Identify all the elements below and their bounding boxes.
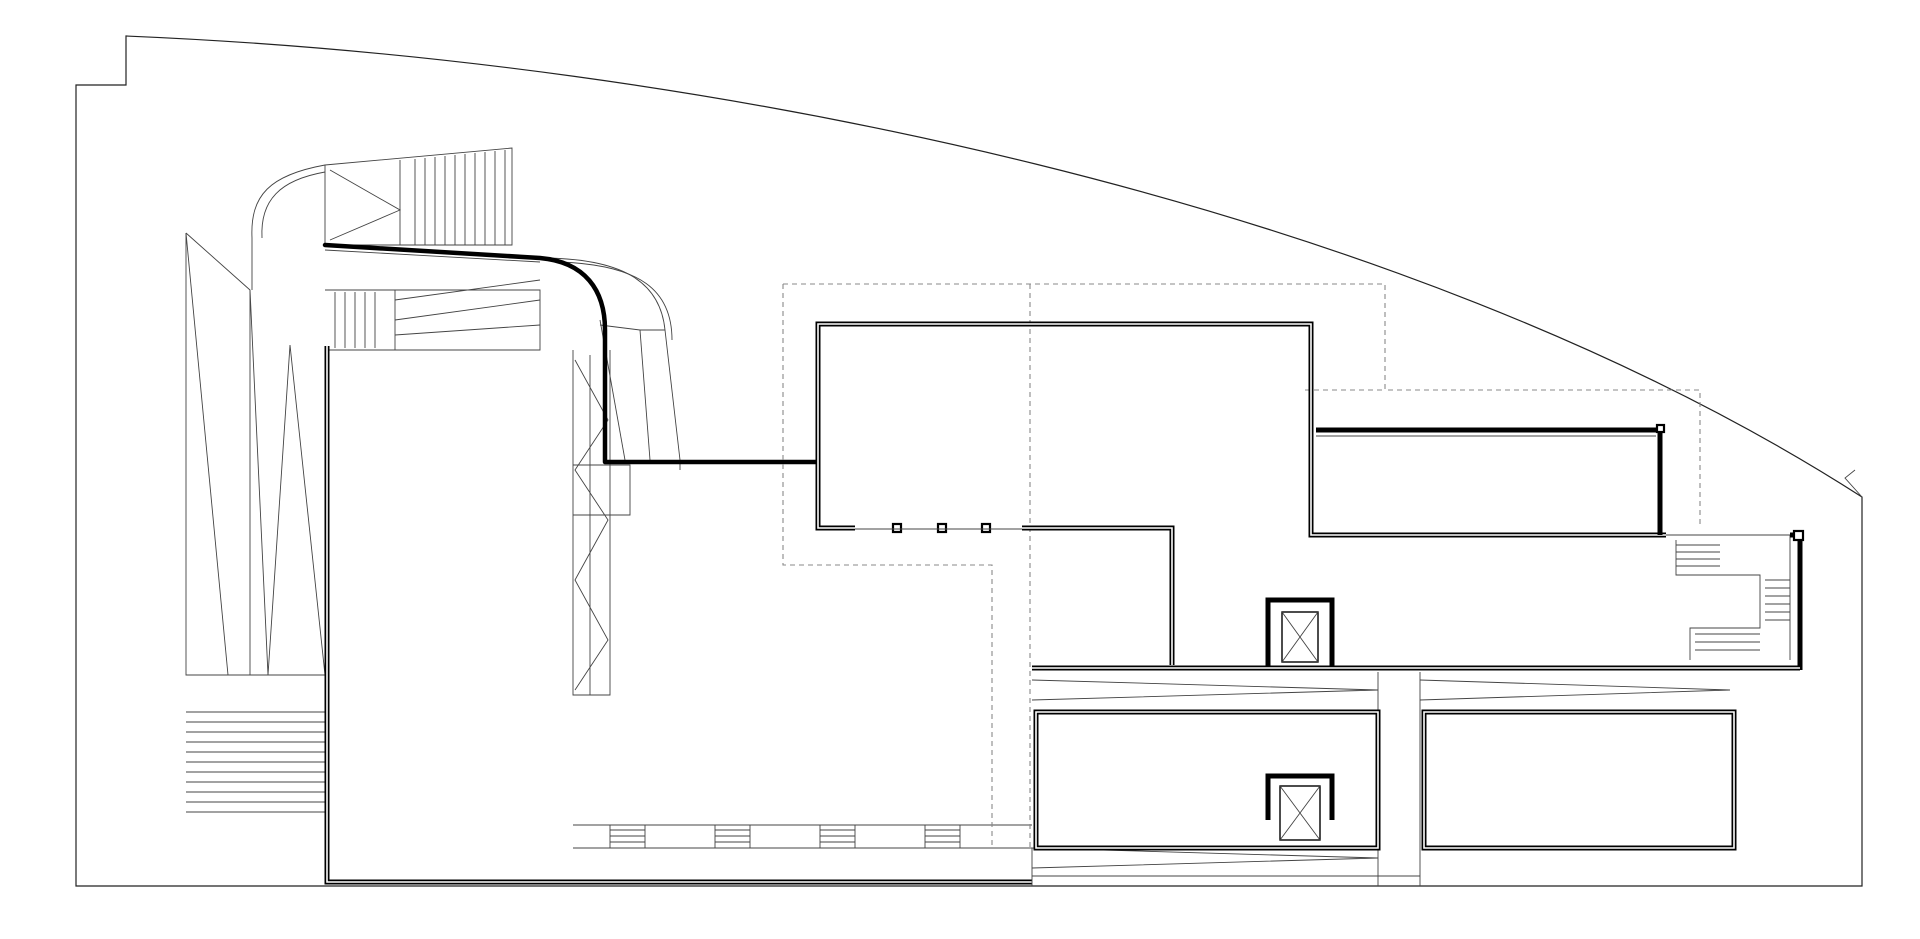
lower-block-left-inner <box>1035 711 1379 849</box>
lower-ramps <box>1031 672 1731 886</box>
left-steps <box>186 711 325 813</box>
lower-block-left <box>1033 709 1381 851</box>
overhead-dashed-lines <box>782 283 1701 848</box>
column <box>1655 423 1666 434</box>
main-outer-wall <box>324 346 1032 885</box>
lower-outline <box>1031 848 1420 886</box>
curved-wall-shadow <box>324 249 541 263</box>
boundary-notch <box>1844 469 1863 498</box>
left-ramp-zigzag <box>185 164 326 676</box>
elevator-core-lower <box>1265 773 1335 841</box>
upper-stair <box>324 147 513 246</box>
curved-wall <box>322 242 821 465</box>
column <box>980 522 992 534</box>
right-stair-wall <box>1790 532 1803 670</box>
main-hall-wall <box>815 321 1666 665</box>
right-wing-wall <box>1316 427 1663 535</box>
main-hall-wall-inner <box>817 323 1666 665</box>
elevator-core-upper <box>1265 597 1335 668</box>
column <box>936 522 948 534</box>
lower-benches <box>573 824 1032 849</box>
lower-block-right <box>1421 709 1737 851</box>
right-stair <box>1666 534 1791 660</box>
main-outer-wall-inner <box>326 346 1032 883</box>
vertical-ramp <box>572 350 631 696</box>
lower-block-right-inner <box>1423 711 1735 849</box>
column <box>1792 529 1805 542</box>
column <box>891 522 903 534</box>
middle-stair <box>325 279 541 351</box>
site-boundary <box>75 35 1863 887</box>
